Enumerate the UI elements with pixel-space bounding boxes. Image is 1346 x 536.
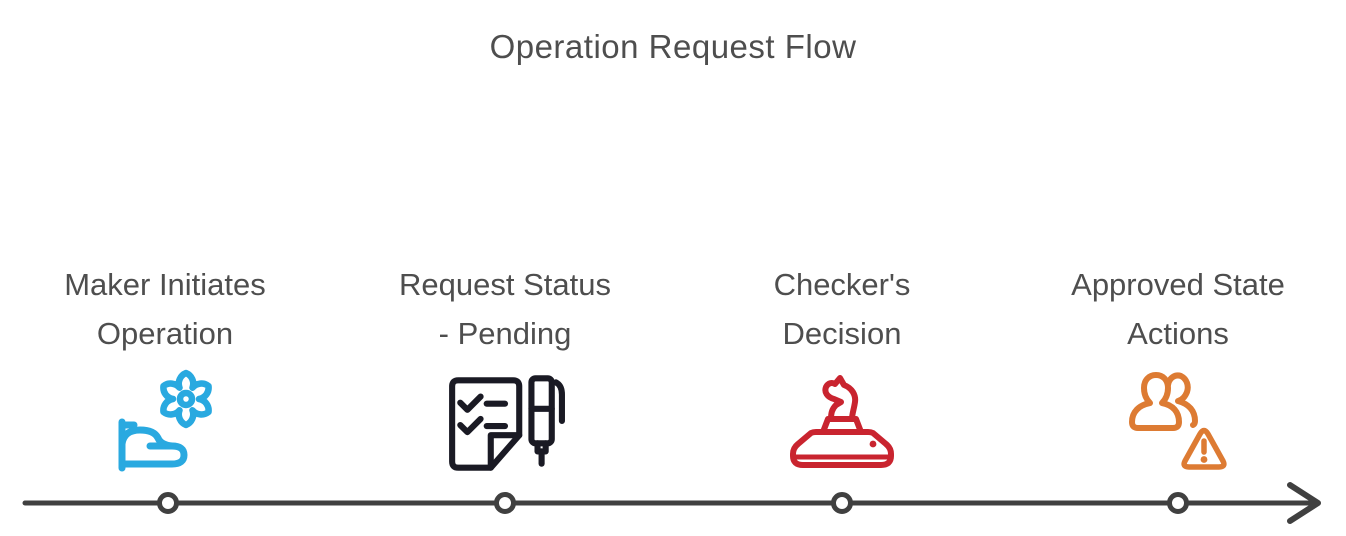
arrowhead-icon [1287,482,1321,524]
step-label-line1: Checker's [773,267,911,302]
step-label-line1: Request Status [399,267,611,302]
diagram-title: Operation Request Flow [489,28,857,65]
step-label-line2: Operation [96,316,234,351]
gear-hand-icon [118,369,212,472]
step-checkers-decision: Checker's Decision [677,260,1007,478]
step-icon-wrap [786,372,898,478]
timeline-node-2 [494,492,516,514]
step-icon-wrap [444,372,566,478]
timeline-node-4 [1167,492,1189,514]
timeline-node-1 [157,492,179,514]
chess-knight-icon [790,375,894,468]
step-approved-state-actions: Approved State Actions [1013,260,1343,478]
checklist-pen-icon [449,375,565,471]
timeline-node-3 [831,492,853,514]
step-icon-wrap [1122,372,1234,478]
step-icon-wrap [109,369,221,478]
step-label-line1: Approved State [1071,267,1285,302]
step-maker-initiates-operation: Maker Initiates Operation [0,260,330,478]
step-request-status-pending: Request Status - Pending [340,260,670,478]
timeline-arrow [22,482,1321,524]
step-label-line2: Decision [782,316,902,351]
users-warning-icon [1129,372,1227,470]
step-label: Checker's Decision [774,260,911,358]
step-label: Maker Initiates Operation [64,260,266,358]
step-label-line2: Actions [1127,316,1229,351]
step-label: Request Status - Pending [399,260,611,358]
step-label-line2: - Pending [438,316,572,351]
step-label: Approved State Actions [1071,260,1285,358]
step-label-line1: Maker Initiates [64,267,266,302]
